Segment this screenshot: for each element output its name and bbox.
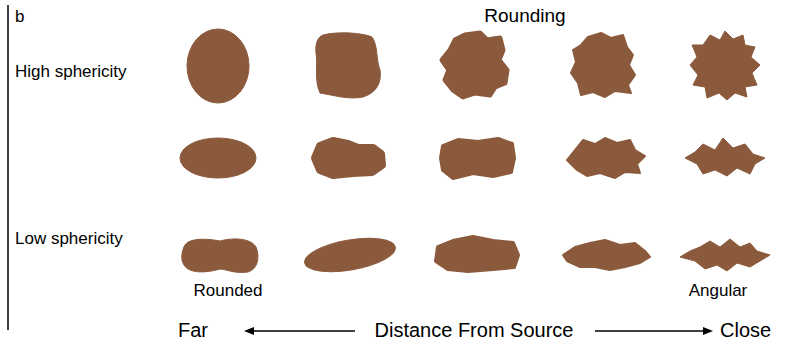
grain-shapes [180,29,770,278]
axis-title: Distance From Source [375,318,574,342]
grain [680,239,770,271]
grain [180,138,256,178]
row-label: High sphericity [15,62,127,82]
grain [441,139,514,178]
grain [571,33,635,97]
axis-end-label: Close [720,318,771,342]
grain [315,141,382,175]
grain [685,138,765,176]
grain [187,29,249,103]
column-label: Rounded [193,281,262,301]
panel-letter: b [15,7,24,27]
grain [302,232,398,278]
panel-rule [7,5,9,330]
row-label: Low sphericity [15,229,123,249]
grain [436,237,518,271]
grain [182,239,258,273]
grain [690,31,760,100]
grain [442,33,507,97]
axis-end-label: Far [178,318,208,342]
arrow-line [252,330,355,332]
arrow-line [595,330,705,332]
axis-title: Rounding [484,5,565,28]
arrow-head [244,327,254,335]
grain [567,138,645,178]
grain [563,240,650,270]
column-label: Angular [689,281,748,301]
grain [316,33,381,98]
arrow-head [703,327,713,335]
